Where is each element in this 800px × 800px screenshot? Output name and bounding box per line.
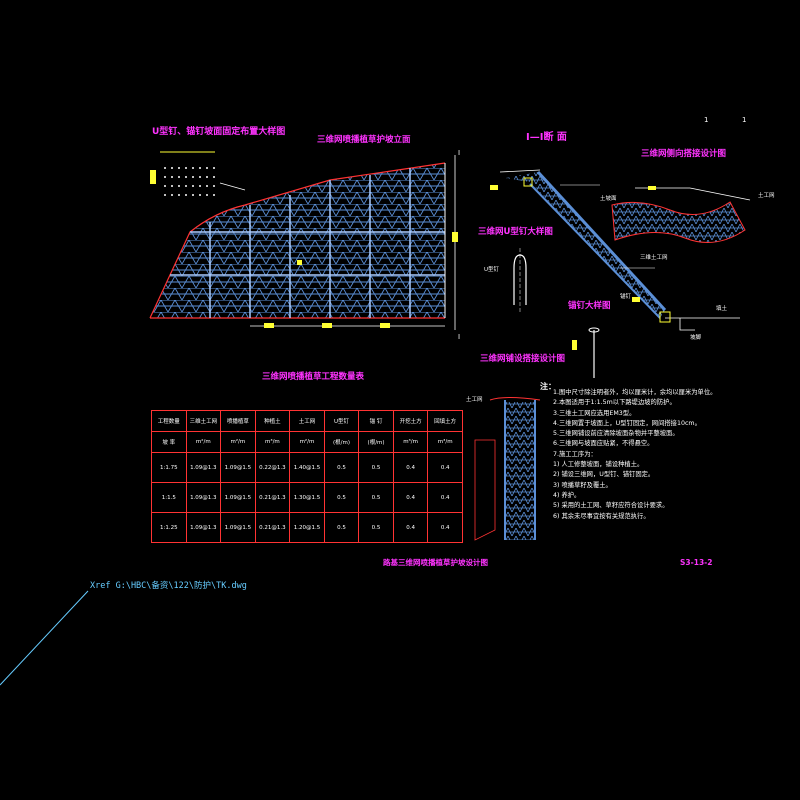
quantity-table-title: 三维网喷播植草工程数量表 (262, 372, 365, 382)
table-cell: 0.5 (358, 452, 394, 483)
u-nail-drawing (513, 248, 527, 312)
top-mark-right: 1 (742, 116, 747, 124)
table-cell: 1.09@1.3 (185, 482, 222, 513)
table-cell: 1.09@1.5 (220, 512, 256, 543)
note-line: 5) 采用的土工网、草籽应符合设计要求。 (553, 502, 669, 510)
note-line: 3) 喷播草籽及覆土。 (553, 481, 612, 489)
table-cell: 1:1.25 (151, 512, 187, 543)
anchor-nail-drawing (572, 327, 600, 378)
table-cell: 0.4 (427, 512, 463, 543)
top-mark-left: 1 (704, 116, 709, 124)
note-line: 4) 养护。 (553, 491, 581, 499)
table-header-cell: 工程数量 (151, 410, 187, 432)
table-row: 1:1.75 1.09@1.3 1.09@1.5 0.22@1.3 1.40@1… (151, 452, 463, 483)
top-overlap-drawing (474, 397, 541, 541)
table-cell: 0.21@1.3 (254, 482, 291, 513)
label-u-nail: U型钉 (484, 267, 500, 273)
xref-path: Xref G:\HBC\备资\122\防护\TK.dwg (90, 581, 247, 591)
table-cell: 0.5 (323, 482, 360, 513)
table-cell: 0.22@1.3 (254, 452, 291, 483)
note-line: 1) 人工修整坡面，铺设种植土。 (553, 461, 644, 469)
table-header-cell: 三维土工网 (185, 410, 222, 432)
table-row: 1:1.25 1.09@1.3 1.09@1.5 0.21@1.3 1.20@1… (151, 512, 463, 543)
label-net-3d: 三维土工网 (640, 255, 668, 261)
note-line: 4.三维网置于坡面上，U型钉固定，网间搭接10cm。 (553, 419, 701, 427)
table-unit-cell: m²/m (220, 431, 256, 453)
table-unit-cell: m³/m (427, 431, 463, 453)
label-anchor: 锚钉 (620, 294, 632, 300)
table-cell: 1:1.75 (151, 452, 187, 483)
note-line: 3.三维土工网应选用EM3型。 (553, 409, 636, 417)
overlap-drawing (611, 186, 751, 243)
note-line: 6.三维网与坡面应贴紧，不得悬空。 (553, 440, 654, 448)
table-cell: 1.09@1.5 (220, 452, 256, 483)
anchor-nail-title: 锚钉大样图 (568, 301, 611, 311)
table-unit-cell: m³/m (254, 431, 291, 453)
table-unit-row: 坡 率 m²/m m²/m m³/m m²/m (根/m) (根/m) m³/m… (151, 431, 463, 453)
notes-heading: 注： (540, 382, 556, 391)
table-cell: 0.5 (358, 482, 394, 513)
table-header-row: 工程数量 三维土工网 喷播植草 种植土 土工网 U型钉 锚 钉 开挖土方 回填土… (151, 410, 463, 432)
u-nail-title: 三维网U型钉大样图 (478, 227, 553, 237)
overlap-title: 三维网侧向搭接设计图 (641, 149, 727, 159)
table-cell: 0.5 (323, 512, 360, 543)
label-slope-toe: 坡脚 (690, 335, 702, 341)
table-unit-cell: m²/m (289, 431, 325, 453)
table-cell: 1.09@1.3 (185, 512, 222, 543)
table-cell: 0.4 (427, 452, 463, 483)
table-unit-cell: 坡 率 (151, 431, 187, 453)
table-cell: 0.5 (358, 512, 394, 543)
table-cell: 1.09@1.5 (220, 482, 256, 513)
note-line: 2.本图适用于1:1.5m以下路堤边坡的防护。 (553, 399, 676, 407)
table-cell: 0.4 (392, 512, 429, 543)
anchor-layout-title: U型钉、锚钉坡面固定布置大样图 (152, 127, 286, 137)
table-cell: 0.5 (323, 452, 360, 483)
elevation-title: 三维网喷播植草护坡立面 (317, 135, 411, 145)
table-cell: 0.4 (392, 452, 429, 483)
note-line: 6) 其余未尽事宜按有关规范执行。 (553, 512, 650, 520)
table-cell: 1.40@1.5 (289, 452, 325, 483)
note-line: 5.三维网铺设前应清除坡面杂物并平整坡面。 (553, 430, 679, 438)
section-mark-bottom: Ⅰ (458, 333, 461, 341)
table-header-cell: 喷播植草 (220, 410, 256, 432)
table-cell: 0.4 (392, 482, 429, 513)
section-drawing (490, 169, 740, 331)
table-cell: 0.4 (427, 482, 463, 513)
table-cell: 0.21@1.3 (254, 512, 291, 543)
table-header-cell: 土工网 (289, 410, 325, 432)
label-slope-top: 土坡面 (600, 196, 617, 202)
table-cell: 1:1.5 (151, 482, 187, 513)
table-header-cell: 开挖土方 (392, 410, 429, 432)
label-soil-net: 土工网 (466, 397, 483, 403)
note-line: 2) 铺设三维网，U型钉、锚钉固定。 (553, 471, 655, 479)
table-cell: 1.30@1.5 (289, 482, 325, 513)
notes-block: 1.图中尺寸除注明者外，均以厘米计，余均以厘米为单位。 2.本图适用于1:1.5… (553, 388, 798, 522)
anchor-layout-drawing (150, 151, 246, 196)
table-unit-cell: m³/m (392, 431, 429, 453)
quantity-table: 工程数量 三维土工网 喷播植草 种植土 土工网 U型钉 锚 钉 开挖土方 回填土… (151, 410, 463, 543)
table-row: 1:1.5 1.09@1.3 1.09@1.5 0.21@1.3 1.30@1.… (151, 482, 463, 513)
note-line: 7.施工工序为： (553, 450, 597, 458)
table-unit-cell: (根/m) (358, 431, 394, 453)
sheet-title: 路基三维网喷播植草护坡设计图 (383, 558, 488, 567)
note-line: 1.图中尺寸除注明者外，均以厘米计，余均以厘米为单位。 (553, 389, 717, 396)
label-soil: 土工网 (758, 193, 775, 199)
table-cell: 1.20@1.5 (289, 512, 325, 543)
table-header-cell: 锚 钉 (358, 410, 394, 432)
drawing-number: S3-13-2 (680, 558, 713, 567)
table-unit-cell: m²/m (185, 431, 222, 453)
table-cell: 1.09@1.3 (185, 452, 222, 483)
top-overlap-title: 三维网铺设搭接设计图 (480, 354, 566, 364)
section-title: Ⅰ—Ⅰ断 面 (526, 132, 567, 143)
elevation-drawing (149, 155, 458, 330)
label-backfill: 填土 (716, 306, 728, 312)
table-header-cell: 回填土方 (427, 410, 463, 432)
section-mark-top: Ⅰ (458, 149, 461, 157)
table-header-cell: U型钉 (323, 410, 360, 432)
xref-leader (0, 590, 89, 686)
table-unit-cell: (根/m) (323, 431, 360, 453)
table-header-cell: 种植土 (254, 410, 291, 432)
